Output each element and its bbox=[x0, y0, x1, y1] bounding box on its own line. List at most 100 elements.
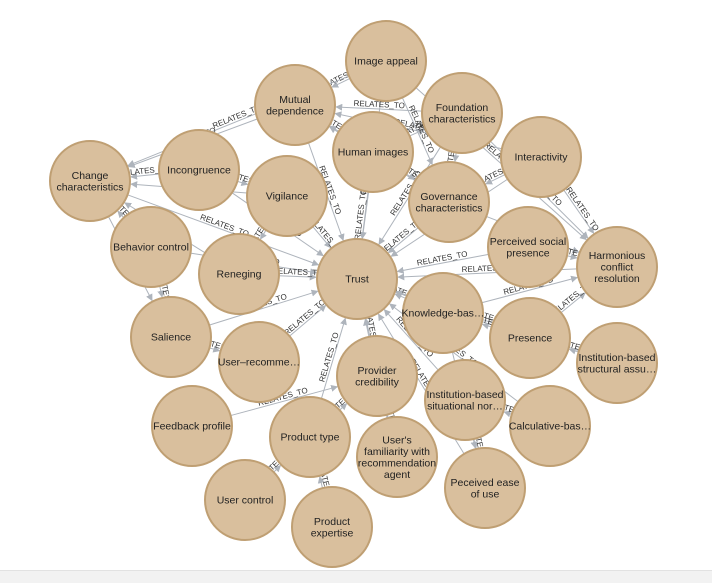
edge-foundation_characteristics-governance_characteristics[interactable] bbox=[452, 152, 460, 163]
edge-incongruence-change_characteristics[interactable] bbox=[130, 172, 160, 180]
edge-user_control-product_type[interactable] bbox=[273, 465, 282, 473]
edge-human_images-foundation_characteristics[interactable] bbox=[409, 128, 426, 137]
node-circle[interactable] bbox=[336, 335, 418, 417]
node-circle[interactable] bbox=[489, 297, 571, 379]
edge-institution_based_situational-trust[interactable] bbox=[383, 309, 439, 371]
node-reneging[interactable]: Reneging bbox=[198, 233, 280, 315]
node-user-recommendation[interactable]: User–recomme… bbox=[218, 321, 300, 403]
edge-behavior_control-change_characteristics[interactable] bbox=[117, 210, 125, 219]
node-interactivity[interactable]: Interactivity bbox=[500, 116, 582, 198]
node-circle[interactable] bbox=[246, 155, 328, 237]
node-salience[interactable]: Salience bbox=[130, 296, 212, 378]
edge-interactivity-harmonious_conflict_resolution[interactable] bbox=[563, 189, 595, 234]
edge-knowledge_based-harmonious_conflict_resolution[interactable] bbox=[481, 275, 579, 304]
edge-human_images-trust[interactable] bbox=[359, 191, 369, 240]
node-circle[interactable] bbox=[356, 416, 438, 498]
node-circle[interactable] bbox=[204, 459, 286, 541]
node-image-appeal[interactable]: Image appeal bbox=[345, 20, 427, 102]
node-feedback-profile[interactable]: Feedback profile bbox=[151, 385, 233, 467]
node-circle[interactable] bbox=[269, 396, 351, 478]
node-circle[interactable] bbox=[332, 111, 414, 193]
edge-vigilance-reneging[interactable] bbox=[260, 229, 267, 240]
edge-vigilance-trust[interactable] bbox=[312, 226, 332, 249]
edge-image_appeal-mutual_dependence[interactable] bbox=[331, 77, 351, 88]
node-label: Feedback profile bbox=[153, 421, 231, 433]
node-circle[interactable] bbox=[218, 321, 300, 403]
node-circle[interactable] bbox=[509, 385, 591, 467]
edge-presence-harmonious_conflict_resolution[interactable] bbox=[560, 292, 586, 314]
node-circle[interactable] bbox=[151, 385, 233, 467]
edge-product_expertise-product_type[interactable] bbox=[317, 476, 325, 489]
node-circle[interactable] bbox=[49, 140, 131, 222]
node-human-images[interactable]: Human images bbox=[332, 111, 414, 193]
node-circle[interactable] bbox=[316, 238, 398, 320]
node-label: Incongruence bbox=[167, 165, 231, 177]
node-behavior-control[interactable]: Behavior control bbox=[110, 206, 192, 288]
edge-human_images-governance_characteristics[interactable] bbox=[406, 173, 416, 180]
node-circle[interactable] bbox=[158, 129, 240, 211]
node-circle[interactable] bbox=[254, 64, 336, 146]
node-circle[interactable] bbox=[444, 447, 526, 529]
node-circle[interactable] bbox=[487, 206, 569, 288]
node-product-type[interactable]: Product type bbox=[269, 396, 351, 478]
edge-perceived_social_presence-trust[interactable] bbox=[396, 253, 489, 274]
node-circle[interactable] bbox=[110, 206, 192, 288]
node-circle[interactable] bbox=[500, 116, 582, 198]
edge-label: RELATES_TO bbox=[282, 297, 327, 337]
edge-salience-user_recommendation[interactable] bbox=[209, 345, 221, 353]
node-circle[interactable] bbox=[576, 322, 658, 404]
node-presence[interactable]: Presence bbox=[489, 297, 571, 379]
edge-feedback_profile-provider_credibility[interactable] bbox=[230, 384, 339, 417]
edge-reneging-trust[interactable] bbox=[278, 273, 317, 281]
node-trust[interactable]: Trust bbox=[316, 238, 398, 320]
edge-calculative_based-institution_based_situational[interactable] bbox=[503, 410, 512, 418]
node-label: Product type bbox=[281, 432, 340, 444]
node-calculative-based[interactable]: Calculative-bas… bbox=[509, 385, 591, 467]
node-circle[interactable] bbox=[408, 161, 490, 243]
edge-presence-knowledge_based[interactable] bbox=[481, 322, 492, 330]
node-incongruence[interactable]: Incongruence bbox=[158, 129, 240, 211]
node-circle[interactable] bbox=[421, 72, 503, 154]
node-user-control[interactable]: User control bbox=[204, 459, 286, 541]
edge-institution_based_structural-presence[interactable] bbox=[568, 347, 579, 355]
node-circle[interactable] bbox=[198, 233, 280, 315]
node-circle[interactable] bbox=[345, 20, 427, 102]
node-circle[interactable] bbox=[424, 359, 506, 441]
edge-image_appeal-governance_characteristics[interactable] bbox=[401, 97, 433, 166]
edge-salience-trust[interactable] bbox=[209, 289, 319, 326]
edge-governance_characteristics-trust[interactable] bbox=[387, 227, 419, 254]
node-knowledge-based[interactable]: Knowledge-bas… bbox=[402, 272, 485, 354]
node-circle[interactable] bbox=[576, 226, 658, 308]
node-circle[interactable] bbox=[130, 296, 212, 378]
edge-user_recommendation-trust[interactable] bbox=[289, 305, 327, 337]
node-vigilance[interactable]: Vigilance bbox=[246, 155, 328, 237]
edge-perceived_social_presence-harmonious_conflict_resolution[interactable] bbox=[566, 253, 578, 261]
edge-product_type-provider_credibility[interactable] bbox=[339, 403, 348, 411]
edge-product_type-trust[interactable] bbox=[320, 317, 347, 399]
edge-behavior_control-salience[interactable] bbox=[157, 285, 165, 298]
edge-incongruence-vigilance[interactable] bbox=[237, 179, 249, 186]
node-circle[interactable] bbox=[291, 486, 373, 568]
node-circle[interactable] bbox=[402, 272, 484, 354]
edge-interactivity-governance_characteristics[interactable] bbox=[485, 174, 506, 185]
edge-change_characteristics-trust[interactable] bbox=[127, 194, 320, 266]
node-label: Reneging bbox=[217, 269, 262, 281]
